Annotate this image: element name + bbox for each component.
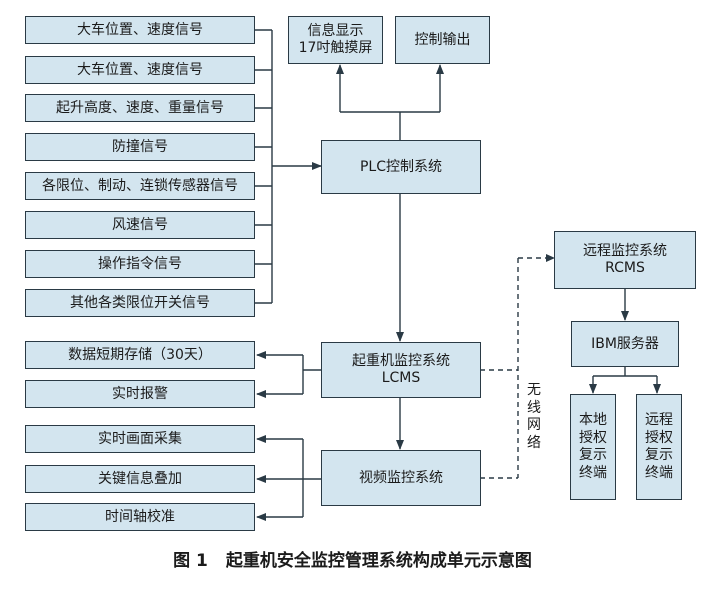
figure-title: 起重机安全监控管理系统构成单元示意图 (225, 551, 532, 571)
terminal-line: 终端 (645, 464, 673, 481)
lcms-line-2: LCMS (381, 370, 421, 386)
video-function-box: 关键信息叠加 (25, 465, 255, 493)
display-line-2: 17吋触摸屏 (298, 40, 373, 56)
control-output-label: 控制输出 (414, 31, 471, 48)
signal-label: 防撞信号 (112, 138, 168, 155)
wireless-char: 线 (527, 399, 541, 416)
wireless-char: 无 (527, 382, 541, 398)
signal-box: 风速信号 (25, 211, 255, 239)
wireless-char: 络 (527, 434, 541, 451)
realtime-alarm-box: 实时报警 (25, 380, 255, 408)
terminal-line: 授权 (579, 429, 607, 446)
signal-box: 操作指令信号 (25, 250, 255, 278)
rcms-box: 远程监控系统 RCMS (554, 231, 696, 289)
ibm-server-box: IBM服务器 (571, 321, 679, 367)
terminal-line: 终端 (579, 464, 607, 481)
touchscreen-display-box: 信息显示 17吋触摸屏 (288, 16, 383, 64)
video-monitoring-box: 视频监控系统 (321, 450, 481, 506)
signal-box: 起升高度、速度、重量信号 (25, 94, 255, 122)
figure-number: 图 1 (173, 551, 208, 571)
signal-box: 其他各类限位开关信号 (25, 289, 255, 317)
signal-label: 各限位、制动、连锁传感器信号 (42, 177, 238, 194)
display-line-1: 信息显示 (307, 23, 364, 40)
signal-label: 大车位置、速度信号 (77, 61, 203, 78)
signal-label: 起升高度、速度、重量信号 (56, 99, 224, 116)
lcms-line-1: 起重机监控系统 (352, 353, 450, 370)
remote-terminal-box: 远程 授权 复示 终端 (636, 394, 682, 500)
plc-control-system-box: PLC控制系统 (321, 140, 481, 194)
data-storage-label: 数据短期存储（30天） (68, 346, 212, 363)
video-function-label: 实时画面采集 (98, 430, 182, 447)
terminal-line: 复示 (645, 447, 673, 463)
video-function-box: 实时画面采集 (25, 425, 255, 453)
signal-box: 大车位置、速度信号 (25, 16, 255, 44)
signal-label: 大车位置、速度信号 (77, 21, 203, 38)
data-storage-box: 数据短期存储（30天） (25, 341, 255, 369)
signal-label: 操作指令信号 (98, 255, 182, 272)
video-label: 视频监控系统 (359, 469, 443, 486)
wireless-network-label: 无 线 网 络 (524, 382, 544, 452)
rcms-line-2: RCMS (605, 260, 645, 276)
terminal-line: 本地 (579, 412, 607, 428)
terminal-line: 授权 (645, 429, 673, 446)
signal-label: 风速信号 (112, 216, 168, 233)
control-output-box: 控制输出 (395, 16, 490, 64)
signal-box: 防撞信号 (25, 133, 255, 161)
wireless-char: 网 (527, 417, 541, 433)
terminal-line: 远程 (645, 412, 673, 428)
signal-label: 其他各类限位开关信号 (70, 294, 210, 311)
signal-box: 各限位、制动、连锁传感器信号 (25, 172, 255, 200)
realtime-alarm-label: 实时报警 (112, 385, 168, 402)
lcms-box: 起重机监控系统 LCMS (321, 342, 481, 398)
video-function-box: 时间轴校准 (25, 503, 255, 531)
ibm-server-label: IBM服务器 (591, 335, 659, 352)
terminal-line: 复示 (579, 447, 607, 463)
rcms-line-1: 远程监控系统 (583, 243, 667, 260)
figure-caption: 图 1 起重机安全监控管理系统构成单元示意图 (0, 546, 705, 571)
local-terminal-box: 本地 授权 复示 终端 (570, 394, 616, 500)
video-function-label: 时间轴校准 (105, 508, 175, 525)
signal-box: 大车位置、速度信号 (25, 56, 255, 84)
plc-label: PLC控制系统 (359, 158, 443, 175)
video-function-label: 关键信息叠加 (98, 470, 182, 487)
